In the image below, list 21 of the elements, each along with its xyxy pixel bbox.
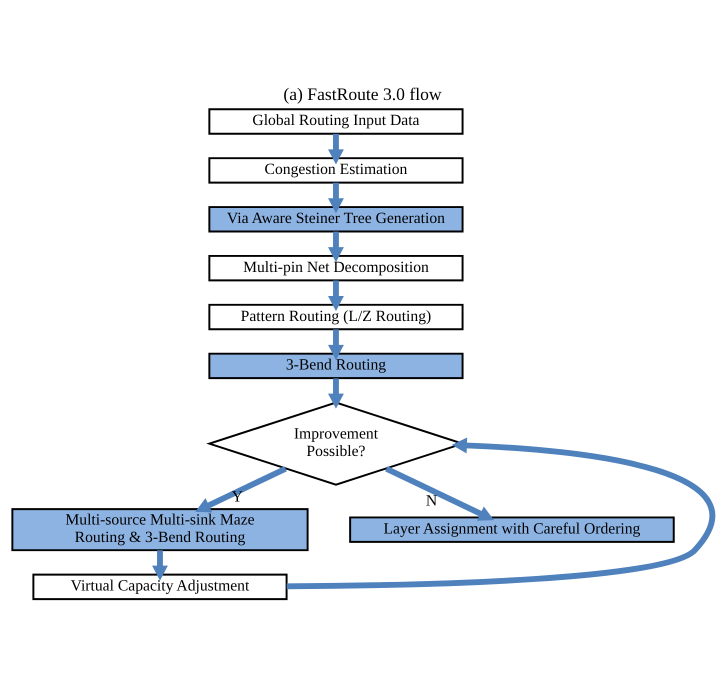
node-box: Layer Assignment with Careful Ordering — [349, 516, 675, 543]
arrow — [385, 466, 494, 521]
arrow — [328, 329, 344, 360]
arrow — [328, 182, 344, 214]
node-box: Virtual Capacity Adjustment — [32, 574, 288, 600]
diagram-title: (a) FastRoute 3.0 flow — [283, 84, 442, 104]
node-box: Congestion Estimation — [208, 157, 464, 184]
node-box: Global Routing Input Data — [208, 108, 464, 135]
arrow — [328, 280, 344, 312]
arrow — [195, 466, 287, 512]
node-box: 3-Bend Routing — [208, 352, 464, 380]
arrow — [328, 378, 344, 409]
arrow — [286, 438, 714, 590]
arrow — [328, 134, 344, 164]
node-box: Multi-source Multi-sink Maze Routing & 3-Bend Routing — [11, 508, 309, 552]
arrow — [152, 550, 168, 581]
node-box: Multi-pin Net Decomposition — [208, 254, 464, 282]
node-box: Pattern Routing (L/Z Routing) — [208, 304, 464, 330]
edge-label: N — [426, 492, 438, 510]
node-box: Via Aware Steiner Tree Generation — [208, 206, 464, 232]
arrow — [328, 232, 344, 262]
